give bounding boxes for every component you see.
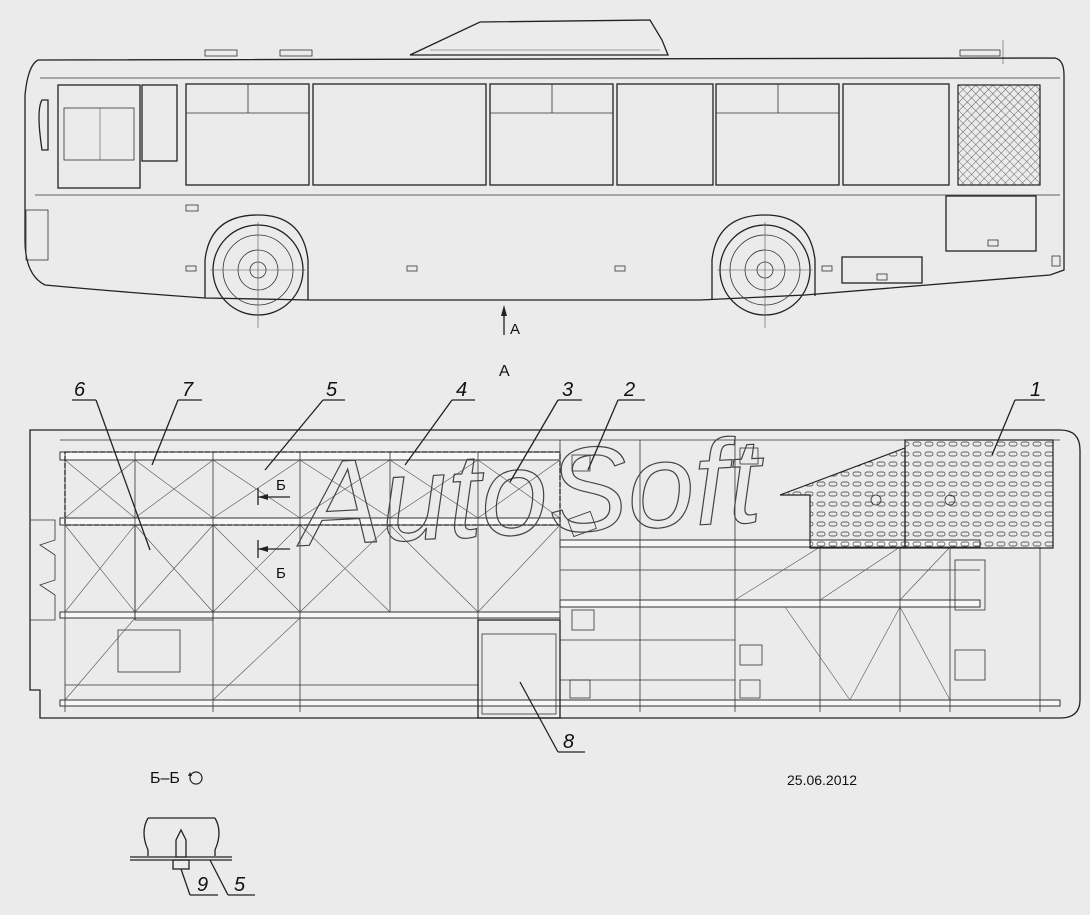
watermark: AutoSoft xyxy=(291,413,768,571)
floor-panel-8 xyxy=(477,619,561,719)
section-title: Б–Б xyxy=(150,770,180,787)
section-marker-top: Б xyxy=(276,477,286,494)
roof-vent-3 xyxy=(959,49,1001,57)
callout-7: 7 xyxy=(182,379,194,401)
front-wheel xyxy=(204,214,309,328)
bus-side-view: A xyxy=(24,19,1065,338)
rear-wheel xyxy=(711,214,816,328)
callout-2: 2 xyxy=(623,379,635,401)
callout-4: 4 xyxy=(456,379,467,401)
battery-hatch xyxy=(841,256,923,284)
callout-9: 9 xyxy=(197,874,208,896)
rotation-symbol-icon xyxy=(188,771,203,785)
callout-3: 3 xyxy=(562,379,573,401)
frame-plan-view: Б Б xyxy=(29,429,1081,719)
side-windows xyxy=(185,83,950,186)
callout-5-section: 5 xyxy=(234,874,246,896)
roof-equipment xyxy=(409,19,669,56)
frame-outline xyxy=(29,429,1081,719)
callout-6: 6 xyxy=(74,379,86,401)
cab-side-window xyxy=(141,84,178,162)
perforated-panel-1 xyxy=(904,439,1054,549)
callout-8: 8 xyxy=(563,731,574,753)
callouts: 1 2 3 4 5 6 7 8 xyxy=(72,379,1045,753)
view-arrow-label: A xyxy=(510,321,520,338)
roof-vent-1 xyxy=(204,49,238,57)
callout-1: 1 xyxy=(1030,379,1041,401)
side-mirror xyxy=(38,99,49,151)
roof-vent-2 xyxy=(279,49,313,57)
section-marker-bottom: Б xyxy=(276,565,286,582)
callout-5: 5 xyxy=(326,379,338,401)
section-detail: Б–Б 9 5 xyxy=(130,770,255,896)
date-stamp: 25.06.2012 xyxy=(787,772,857,788)
view-title: A xyxy=(499,363,510,380)
front-bumper xyxy=(25,209,49,261)
perforated-panel-ramp xyxy=(779,447,906,549)
front-window xyxy=(57,84,141,189)
engine-hatch xyxy=(945,195,1037,252)
bus-body-outline xyxy=(24,57,1065,301)
engine-grille xyxy=(957,84,1041,186)
